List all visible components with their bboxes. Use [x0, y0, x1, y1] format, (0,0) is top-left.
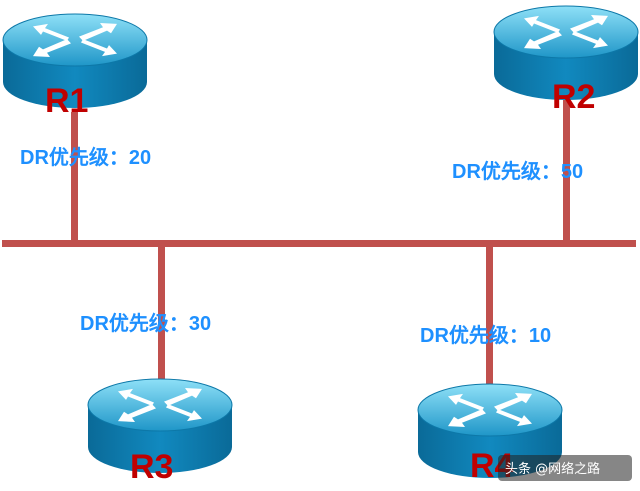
watermark: 头条 @网络之路 [498, 455, 632, 481]
r1-priority-label: DR优先级：20 [20, 145, 151, 169]
r4-link-line [486, 244, 493, 392]
r4-priority-label: DR优先级：10 [420, 323, 551, 347]
watermark-text: 头条 @网络之路 [505, 461, 600, 477]
r3-link-line [158, 244, 165, 384]
router-r3[interactable]: R3 [87, 378, 233, 486]
r1-link-line [71, 112, 78, 244]
r3-priority-label: DR优先级：30 [80, 311, 211, 335]
lan-bus-line [2, 240, 636, 247]
router-r2[interactable]: R2 [493, 5, 639, 116]
router-label-r3: R3 [130, 448, 173, 486]
router-label-r1: R1 [45, 82, 88, 120]
r2-link-line [563, 100, 570, 244]
r2-priority-label: DR优先级：50 [452, 159, 583, 183]
router-label-r2: R2 [552, 78, 595, 116]
router-r1[interactable]: R1 [2, 13, 148, 120]
